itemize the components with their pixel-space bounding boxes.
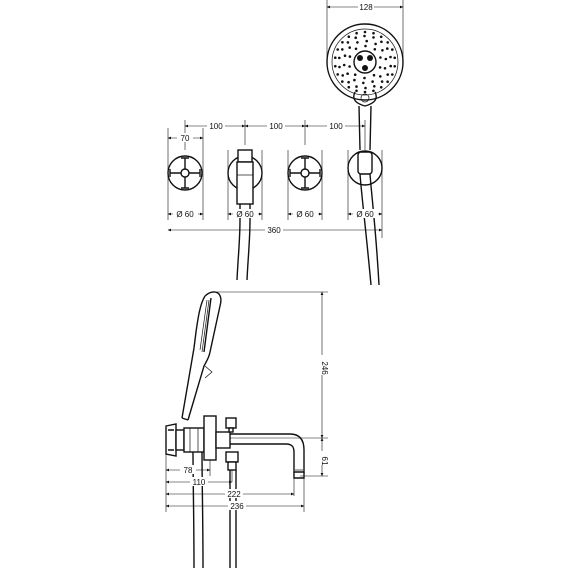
spray-nozzle — [373, 48, 377, 51]
spray-nozzle — [372, 31, 375, 35]
spray-nozzle — [379, 86, 383, 89]
spray-nozzle — [393, 56, 397, 60]
spray-nozzle — [386, 47, 389, 50]
spray-nozzle — [348, 55, 352, 58]
spray-nozzle — [355, 89, 358, 93]
spray-nozzle — [341, 41, 344, 44]
spray-nozzle — [374, 42, 377, 46]
spray-nozzles — [334, 30, 397, 94]
dim-label-diameter-4: Ø 60 — [356, 210, 374, 219]
spray-nozzle — [348, 65, 351, 68]
spray-nozzle — [371, 80, 374, 83]
dim-label-236: 236 — [230, 502, 244, 511]
spray-nozzle — [389, 55, 392, 59]
spray-nozzle — [379, 56, 382, 59]
spray-nozzle — [334, 64, 337, 68]
dim-label-diameter-2: Ø 60 — [236, 210, 254, 219]
spray-nozzle — [372, 73, 376, 77]
spray-nozzle — [386, 73, 390, 76]
spray-nozzle — [373, 85, 376, 88]
shower-holder-top-view — [347, 150, 383, 286]
spray-nozzle — [380, 80, 384, 83]
spray-nozzle — [364, 44, 367, 48]
spray-nozzle — [380, 40, 383, 44]
spray-nozzle — [389, 64, 393, 68]
spray-nozzle — [378, 66, 382, 69]
spray-nozzle — [363, 34, 366, 38]
spray-nozzle — [386, 80, 389, 83]
spray-nozzle — [354, 36, 358, 39]
spray-nozzle — [379, 75, 382, 78]
dim-diameters: Ø 60 Ø 60 Ø 60 Ø 60 360 — [167, 150, 383, 238]
spray-nozzle — [341, 74, 345, 77]
bath-mixer-side-view — [165, 415, 305, 568]
spray-nozzle — [338, 65, 341, 69]
cross-handle-left — [167, 155, 203, 191]
spray-nozzle — [336, 48, 340, 51]
spray-nozzle — [381, 49, 384, 52]
spray-nozzle — [379, 35, 383, 39]
spray-nozzle — [362, 81, 365, 85]
spray-nozzle — [383, 67, 387, 70]
spray-nozzle — [353, 78, 356, 82]
spray-nozzle — [372, 36, 375, 39]
spray-nozzle — [338, 56, 341, 60]
spray-nozzle — [363, 76, 366, 80]
handshower-side-view — [181, 291, 222, 421]
spray-nozzle — [347, 85, 351, 89]
handshower-head-top-view — [326, 23, 404, 151]
spray-nozzle — [384, 57, 388, 61]
spray-nozzle — [363, 30, 367, 34]
dim-label-110: 110 — [193, 478, 206, 487]
spray-nozzle — [346, 72, 349, 75]
spray-nozzle — [343, 54, 347, 57]
spray-nozzle — [365, 39, 369, 43]
spray-nozzle — [353, 73, 357, 76]
spray-nozzle — [336, 73, 340, 76]
spray-nozzle — [346, 41, 350, 44]
dim-label-100-c: 100 — [329, 122, 343, 131]
dim-label-100-a: 100 — [209, 122, 223, 131]
spray-nozzle — [355, 31, 358, 35]
dim-label-128: 128 — [359, 3, 373, 12]
dim-label-246: 246 — [320, 361, 329, 375]
spray-nozzle — [372, 89, 375, 93]
dim-horizontal-side: 78 110 222 236 — [165, 454, 305, 512]
spray-nozzle — [391, 73, 394, 76]
spray-nozzle — [348, 46, 352, 49]
spray-nozzle — [355, 85, 358, 88]
spray-nozzle — [386, 41, 390, 44]
dim-label-100-b: 100 — [269, 122, 283, 131]
dim-label-70: 70 — [181, 134, 190, 143]
dim-label-360: 360 — [267, 226, 281, 235]
dim-label-diameter-3: Ø 60 — [296, 210, 314, 219]
spray-nozzle — [354, 47, 358, 51]
spray-nozzle — [347, 35, 351, 38]
cross-handle-right — [287, 155, 323, 191]
spray-nozzle — [334, 56, 337, 59]
dim-label-78: 78 — [184, 466, 193, 475]
dim-label-diameter-1: Ø 60 — [176, 210, 194, 219]
dim-vertical: 246 61 — [212, 291, 329, 477]
dim-spacing-row: 100 100 100 70 — [167, 120, 366, 220]
spray-nozzle — [356, 41, 359, 44]
dim-label-61: 61 — [320, 457, 329, 466]
dim-label-222: 222 — [227, 490, 241, 499]
spray-nozzle — [363, 90, 367, 94]
spray-nozzle — [393, 65, 397, 68]
spray-nozzle — [341, 48, 344, 51]
spray-nozzle — [347, 80, 350, 84]
spray-nozzle — [342, 63, 346, 67]
spray-nozzle — [364, 86, 367, 90]
dim-handshower-width: 128 — [326, 0, 404, 58]
spray-nozzle — [341, 80, 344, 83]
spray-nozzle — [391, 48, 394, 51]
